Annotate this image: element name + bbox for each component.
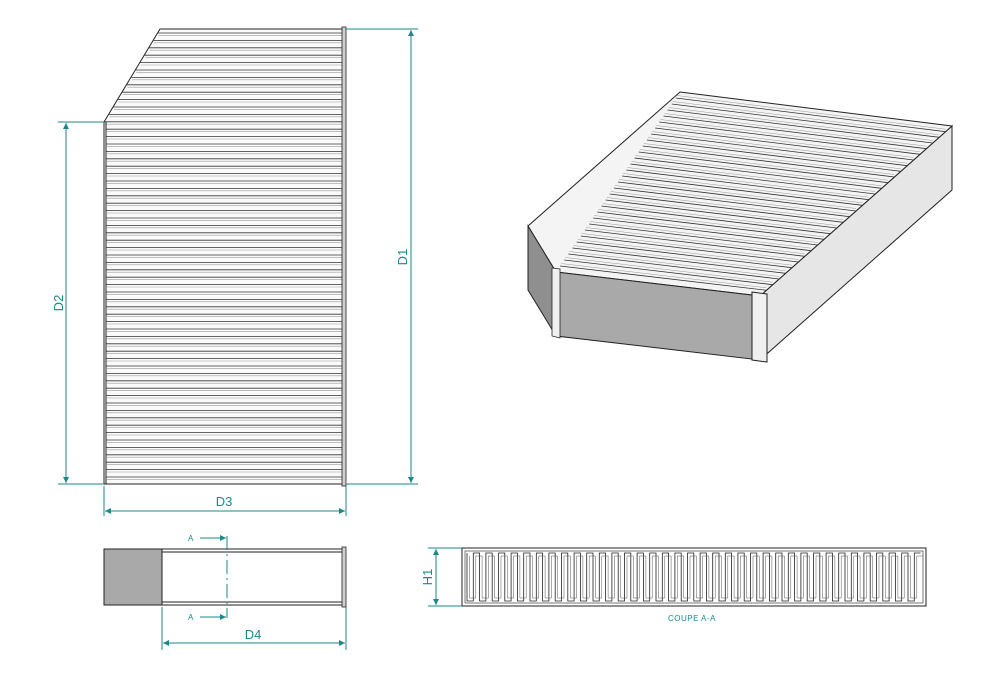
section-pleat-pattern — [466, 552, 921, 602]
dimension-d3: D3 — [103, 486, 347, 516]
dimension-d2: D2 — [51, 121, 104, 485]
dimension-d1: D1 — [346, 28, 418, 485]
top-view-pleats — [104, 32, 342, 480]
top-view-end-frame — [341, 26, 347, 487]
section-view: COUPE A-A — [461, 547, 927, 623]
side-view-end-block — [103, 548, 163, 606]
dimension-d1-label: D1 — [395, 249, 410, 266]
section-caption: COUPE A-A — [668, 614, 716, 623]
section-marker-top: A — [188, 534, 194, 543]
dimension-d4: D4 — [161, 607, 347, 650]
dimension-d4-label: D4 — [245, 627, 262, 642]
dimension-h1: H1 — [420, 547, 462, 607]
top-view-outline — [103, 28, 345, 485]
side-view: A A — [103, 534, 347, 622]
top-view — [103, 26, 347, 487]
iso-end-frame — [751, 291, 768, 363]
iso-pleats — [560, 95, 946, 291]
isometric-view — [527, 91, 954, 363]
side-view-end-frame — [341, 546, 347, 608]
dimension-h1-label: H1 — [420, 569, 435, 586]
dimension-d2-label: D2 — [51, 295, 66, 312]
section-marker-bottom: A — [188, 613, 194, 622]
dimension-d3-label: D3 — [216, 494, 233, 509]
